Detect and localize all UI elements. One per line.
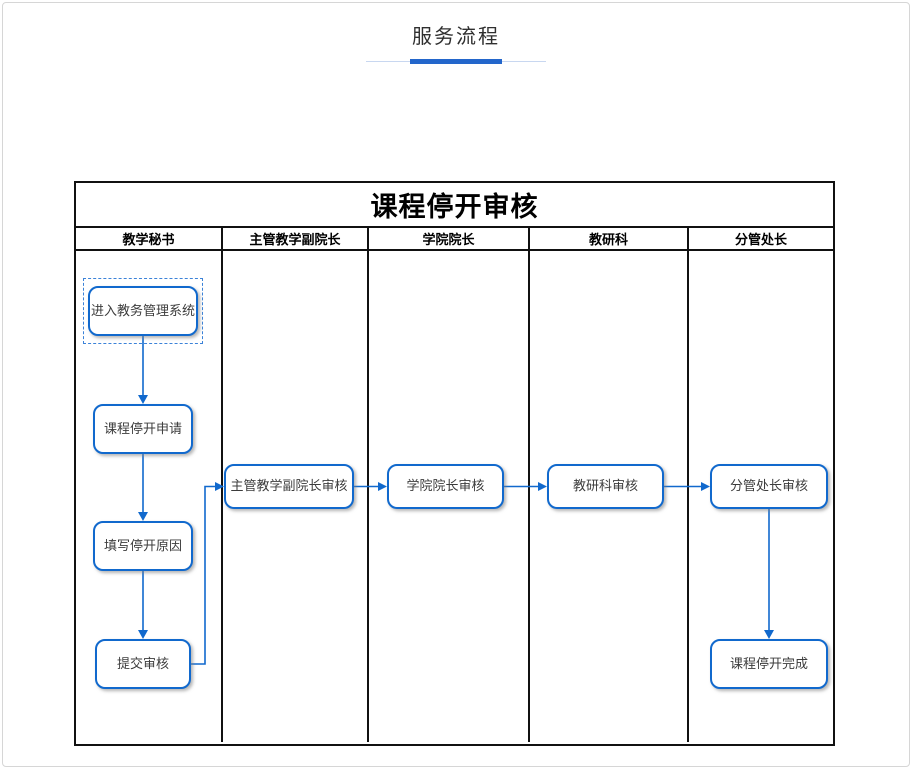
arrowhead-right-3 [538,482,547,491]
lane-vice-dean [223,251,369,742]
lane-teaching-secretary [76,251,223,742]
arrowhead-right-1 [215,482,224,491]
lane-research-section [530,251,689,742]
lane-columns [76,251,833,742]
arrowhead-down-1 [138,395,148,404]
node-research-review: 教研科审核 [547,464,664,509]
arrow-submit-to-vicedean [191,485,215,665]
node-stop-complete: 课程停开完成 [710,639,828,689]
node-dean-review: 学院院长审核 [387,464,504,509]
arrowhead-right-4 [701,482,710,491]
node-vice-dean-review: 主管教学副院长审核 [224,464,354,509]
node-fill-reason: 填写停开原因 [93,521,193,571]
lane-header-teaching-secretary: 教学秘书 [76,228,223,249]
lane-header-research-section: 教研科 [530,228,689,249]
node-director-review: 分管处长审核 [710,464,828,509]
lane-header-row: 教学秘书 主管教学副院长 学院院长 教研科 分管处长 [76,228,833,251]
lane-dean [369,251,530,742]
flowchart-body: 进入教务管理系统 课程停开申请 填写停开原因 提交审核 主管教学副院长审核 学院… [76,251,833,742]
node-enter-system: 进入教务管理系统 [88,286,198,336]
section-title: 服务流程 [412,26,500,48]
flowchart-table: 课程停开审核 教学秘书 主管教学副院长 学院院长 教研科 分管处长 [74,181,835,746]
node-stop-apply: 课程停开申请 [93,404,193,454]
lane-header-vice-dean: 主管教学副院长 [223,228,369,249]
divider-accent-bar [410,59,502,64]
start-node-outline [83,278,203,344]
page-header: 服务流程 [3,3,909,65]
arrowhead-down-2 [138,512,148,521]
node-submit-review: 提交审核 [95,639,191,689]
flowchart-title: 课程停开审核 [76,183,833,228]
arrowhead-down-3 [138,630,148,639]
arrowhead-down-4 [764,630,774,639]
title-divider [366,58,546,65]
arrowhead-right-2 [378,482,387,491]
flow-arrows [138,336,774,665]
lane-header-director: 分管处长 [734,232,787,247]
lane-header-dean: 学院院长 [369,228,530,249]
